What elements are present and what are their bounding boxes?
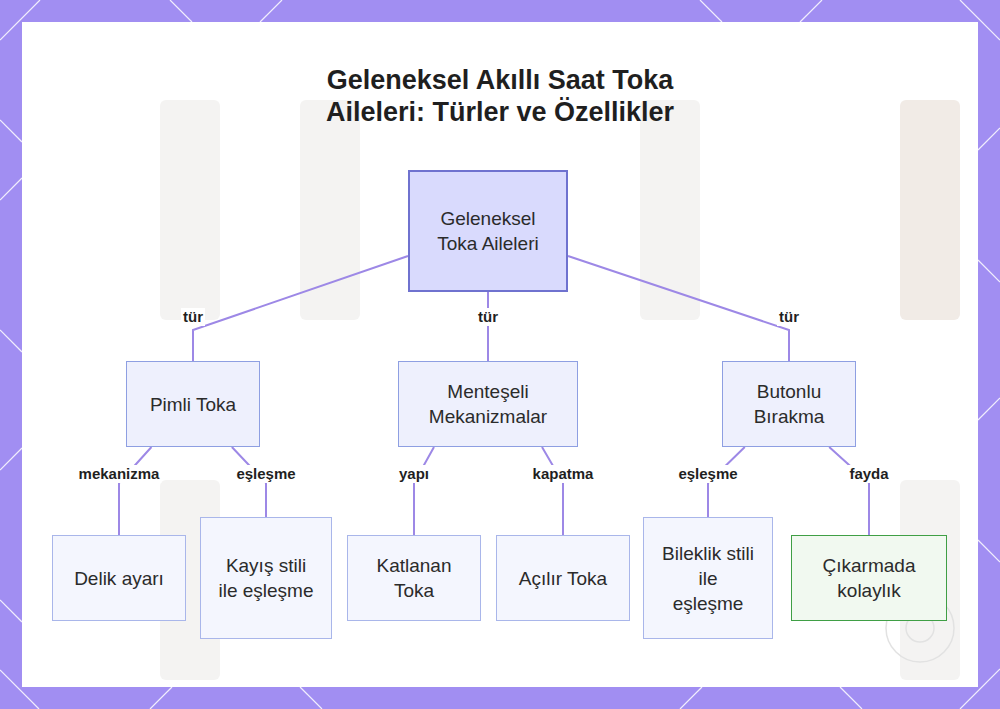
diagonal-line [170,0,192,22]
edge-label: mekanizma [77,465,162,483]
connector-line [193,256,408,361]
diagonal-line [0,120,22,142]
blurred-background [160,100,960,680]
connector-line [829,447,869,535]
diagonal-line [978,260,1000,282]
connector-line [119,447,151,535]
edge-label: kapatma [531,465,596,483]
category-box: Butonlu Bırakma [722,361,856,447]
edge-label: tür [777,308,801,326]
diagonal-line [300,687,322,709]
edge-label: tür [476,308,500,326]
diagonal-line [840,687,862,709]
leaf-box: Kayış stili ile eşleşme [200,517,332,639]
diagonal-line [978,128,1000,150]
category-box: Menteşeli Mekanizmalar [398,361,578,447]
connector-line [568,256,789,361]
node-text: Butonlu Bırakma [734,379,844,429]
node-text: Çıkarmada kolaylık [804,553,934,603]
diagonal-line [0,600,22,622]
leaf-box: Bileklik stili ile eşleşme [643,517,773,639]
diagonal-line [978,540,1000,562]
canvas-area [22,22,978,687]
edge-label: tür [181,308,205,326]
node-text: Açılır Toka [519,566,607,591]
leaf-box: Katlanan Toka [347,535,481,621]
leaf-box: Delik ayarı [52,535,186,621]
diagonal-line [978,398,1000,420]
node-text: Menteşeli Mekanizmalar [408,379,568,429]
background-band [640,100,700,320]
connector-line [414,447,434,535]
diagonal-line [0,448,22,470]
node-text: Delik ayarı [74,566,164,591]
leaf-box: Açılır Toka [496,535,630,621]
diagonal-line [0,178,22,200]
node-text: Bileklik stili ile eşleşme [662,541,754,616]
root-node: Geleneksel Toka Aileleri [408,170,568,292]
connector-line [542,447,563,535]
category-box: Pimli Toka [126,361,260,447]
edge-label: eşleşme [676,465,739,483]
connector-line [487,292,489,361]
node-text: Kayış stili ile eşleşme [216,553,316,603]
edge-label: fayda [847,465,890,483]
diagonal-line [0,330,22,352]
diagram-title: Geleneksel Akıllı Saat Toka Aileleri: Tü… [295,64,705,128]
background-band [900,100,960,320]
node-text: Geleneksel Toka Aileleri [433,206,543,256]
diagonal-line [800,0,822,22]
node-text: Katlanan Toka [364,553,464,603]
edge-label: yapı [397,465,431,483]
edge-label: eşleşme [234,465,297,483]
background-band [160,100,220,320]
diagonal-line [150,687,172,709]
background-band [300,100,360,320]
node-text: Pimli Toka [150,392,236,417]
diagonal-line [700,0,722,22]
diagonal-line [260,0,282,22]
benefit-box: Çıkarmada kolaylık [791,535,947,621]
diagonal-line [680,687,702,709]
